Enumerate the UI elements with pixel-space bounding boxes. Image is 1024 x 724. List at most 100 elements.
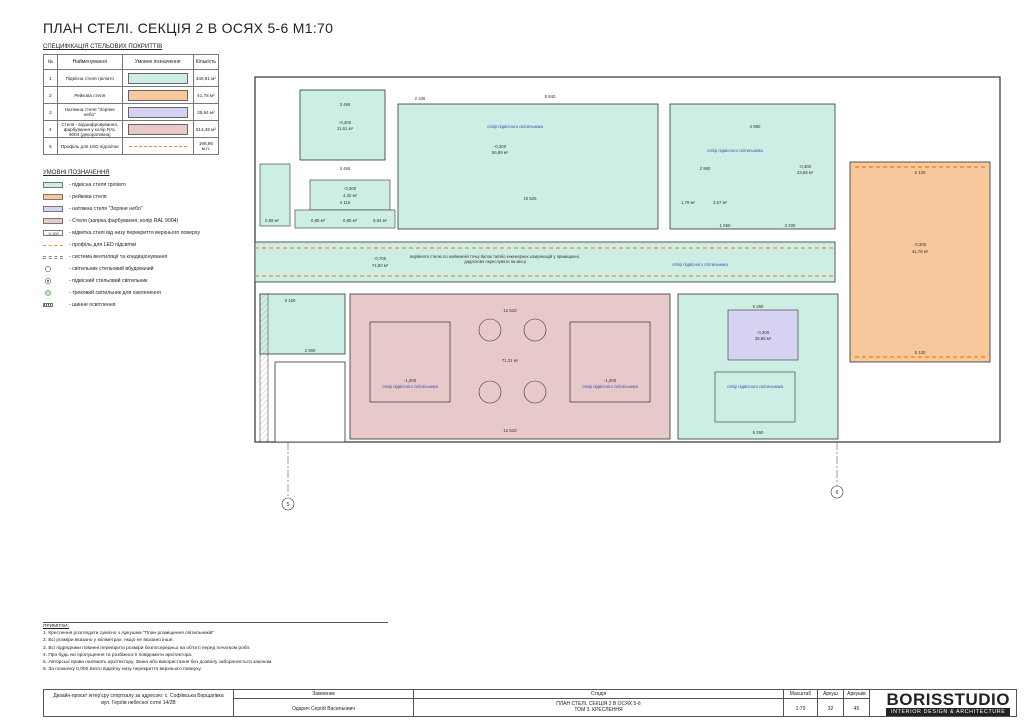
stage-heading: Стадія [414,690,783,699]
level-mark: -0,300 [914,242,927,247]
pendant-light [523,380,547,404]
project-name: Дизайн-проєкт інтер'єру спортзалу за адр… [44,690,234,716]
level-mark: -0,300 [344,186,357,191]
legend-item: - світильник стельовий вбудований [43,266,154,272]
legend-text: - підвісна стеля гріліато [69,182,126,188]
room-4 [309,179,391,211]
title-block: Дизайн-проєкт інтер'єру спортзалу за адр… [43,689,1017,717]
spec-swatch-cell [121,69,194,87]
dimension: 12 510 [503,428,517,433]
room-strip [294,209,396,229]
level-mark: -0,700 [374,256,387,261]
level-mark: -1,200 [604,378,617,383]
level-mark: -0,300 [494,144,507,149]
scale-cell: Масштаб 1:70 [784,690,818,716]
legend-led-dash [43,245,63,246]
area-label: 3,57 м² [713,200,728,205]
customer-cell: Замовник Одарич Сергій Васильович [234,690,414,716]
pendant-light [523,318,547,342]
legend-mark: -0,100 [43,230,63,236]
legend-item: - шинне освітлення [43,302,115,308]
area-label: 74,80 м² [372,263,389,268]
legend-item: - підвісна стеля гріліато [43,182,126,188]
area-label: 41,78 м² [912,249,929,254]
dimension: 6 290 [753,304,764,309]
note-line: 4. Про будь які пропущення та розбіжност… [43,652,193,658]
dimension: 5 120 [915,170,926,175]
ceiling-frame [569,321,651,403]
swatch-painted [127,123,188,135]
room-2 [397,103,659,230]
dimension: 8 840 [545,94,556,99]
level-mark: -0,300 [757,330,770,335]
legend-item: - підвісний стельовий світильник [43,278,148,284]
spec-swatch-cell [121,137,194,155]
stage-cell: Стадія ПЛАН СТЕЛІ. СЕКЦІЯ 2 В ОСЯХ 5-6 Т… [414,690,784,716]
legend-item: - натяжна стеля "Зоряне небо" [43,206,143,212]
dimension: 2 335 [415,96,426,101]
spec-cell: 41,78 м² [192,86,220,104]
rack-ceiling-room [849,161,991,363]
pendant-light-icon [43,278,63,284]
spec-cell: 2 [43,86,58,104]
note-line: 2. Всі розміри вказано у міліметрах, якщ… [43,638,174,644]
dimension: 2 950 [700,166,711,171]
note-line: 5. Авторські права належать архітектору.… [43,660,273,666]
dimension: 3 465 [340,166,351,171]
area-label: 1,78 м² [681,200,696,205]
sheets-value: 45 [853,706,860,712]
swatch-stretch [127,106,188,118]
legend-swatch [43,182,63,188]
stage-line: ПЛАН СТЕЛІ. СЕКЦІЯ 2 В ОСЯХ 5-6 [556,701,641,707]
legend-item: -0,100 - відмітка стелі від низу перекрит… [43,230,200,236]
spec-heading: СПЕЦИФІКАЦІЯ СТЕЛЬОВИХ ПОКРИТТІВ [43,44,163,50]
dimension: 8 160 [285,298,296,303]
axis-marker-6 [830,485,844,499]
spec-cell: Натяжна стеля "Зоряне небо" [56,103,123,121]
spec-cell: Підвісна стеля гріліато [56,69,123,87]
area-label: 0,85 м² [311,218,326,223]
legend-item: - система вентиляції та кондиціонування [43,254,167,260]
spec-col-n: № [43,54,58,70]
dimension: 4 115 [340,200,351,205]
spec-swatch-cell [121,86,194,104]
dimension: 3 330 [785,223,796,228]
spec-cell: 3 [43,103,58,121]
light-note: отвір підвісного світильника [582,384,638,389]
legend-text: - Стеля (запрка,фарбування, колір RAL 90… [69,218,179,224]
sheet-cell: Аркуш 32 [818,690,844,716]
spec-col-symbol: Умовне позначення [121,54,194,70]
notes-block: ПРИМІТКИ: 1. Креслення розглядати сумісн… [43,622,388,673]
legend-text: - трековий світильник для озеленення [69,290,161,296]
sheet-value: 32 [827,706,834,712]
area-label: 35,85 м² [755,336,772,341]
spec-row: 1 Підвісна стеля гріліато 340,91 м² [43,69,220,87]
vent-icon [43,255,63,259]
note-line: 6. За позначку 0,000 взято відмітку низу… [43,667,202,673]
legend-text: - натяжна стеля "Зоряне небо" [69,206,143,212]
legend-text: - підвісний стельовий світильник [69,278,148,284]
track-light-icon [43,290,63,296]
sheets-heading: Аркушів [844,690,869,699]
note-line: 3. Всі підрядники повинні перевірити роз… [43,645,251,651]
legend-swatch [43,206,63,212]
level-mark: -0,300 [339,120,352,125]
notes-heading: ПРИМІТКИ: [43,624,69,629]
pendant-light [478,318,502,342]
room-small [259,163,291,227]
spec-row: 4 Стеля - відшифровування, фарбування у … [43,120,220,138]
corridor-note: вирівняти стелю по найнижчій точці балок… [410,254,580,264]
legend-text: - відмітка стелі від низу перекриття вер… [69,230,201,236]
legend-swatch [43,194,63,200]
area-label: 0,85 м² [343,218,358,223]
legend-text: - система вентиляції та кондиціонування [69,254,168,260]
drawing-title: ПЛАН СТЕЛІ. СЕКЦІЯ 2 В ОСЯХ 5-6 М1:70 [43,20,334,36]
room-1 [299,89,386,161]
legend-text: - світильник стельовий вбудований [69,266,154,272]
area-label: 0,58 м² [265,218,280,223]
dimension: 2 900 [305,348,316,353]
ceiling-frame [369,321,451,403]
stair [274,361,346,443]
legend-item: - рейкова стеля [43,194,107,200]
dimension: 6 290 [753,430,764,435]
